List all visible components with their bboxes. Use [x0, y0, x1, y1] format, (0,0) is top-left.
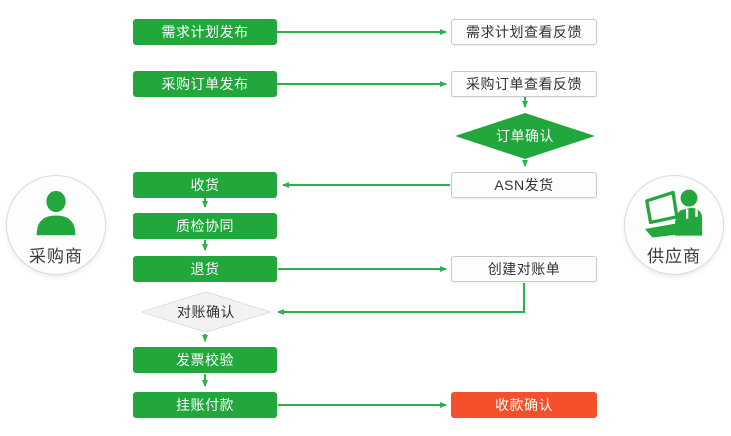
- node-label: 创建对账单: [487, 261, 561, 277]
- node-asn-shipment: ASN发货: [451, 172, 597, 198]
- node-return-goods: 退货: [133, 256, 277, 282]
- node-label: 采购订单查看反馈: [466, 76, 582, 92]
- node-purchase-order-publish: 采购订单发布: [133, 71, 277, 97]
- node-demand-plan-publish: 需求计划发布: [133, 19, 277, 45]
- supplier-actor: 供应商: [624, 175, 724, 275]
- node-label: 采购订单发布: [161, 76, 249, 92]
- node-label: 对账确认: [177, 304, 235, 320]
- node-label: 需求计划发布: [161, 24, 249, 40]
- buyer-label: 采购商: [29, 247, 83, 266]
- node-label: 挂账付款: [176, 397, 234, 413]
- node-label: ASN发货: [494, 177, 554, 193]
- node-label: 质检协同: [176, 218, 234, 234]
- node-label: 收货: [190, 177, 220, 193]
- node-reconciliation-confirmation-diamond: 对账确认: [140, 291, 272, 333]
- node-demand-plan-feedback: 需求计划查看反馈: [451, 19, 597, 45]
- node-create-reconciliation: 创建对账单: [451, 256, 597, 282]
- node-label: 退货: [190, 261, 220, 277]
- node-receipt-confirmation: 收款确认: [451, 392, 597, 418]
- supplier-label: 供应商: [647, 247, 701, 266]
- node-label: 发票校验: [176, 352, 234, 368]
- node-order-confirmation-diamond: 订单确认: [455, 113, 595, 159]
- node-purchase-order-feedback: 采购订单查看反馈: [451, 71, 597, 97]
- node-label: 需求计划查看反馈: [466, 24, 582, 40]
- buyer-avatar-icon: [7, 186, 105, 242]
- node-invoice-verification: 发票校验: [133, 347, 277, 373]
- edge-create_statement-to-recon_confirm: [277, 283, 525, 315]
- node-label: 收款确认: [495, 397, 553, 413]
- supplier-laptop-icon: [625, 186, 723, 242]
- buyer-actor: 采购商: [6, 175, 106, 275]
- node-quality-collaboration: 质检协同: [133, 213, 277, 239]
- node-label: 订单确认: [496, 128, 554, 144]
- node-receive-goods: 收货: [133, 172, 277, 198]
- node-booked-payment: 挂账付款: [133, 392, 277, 418]
